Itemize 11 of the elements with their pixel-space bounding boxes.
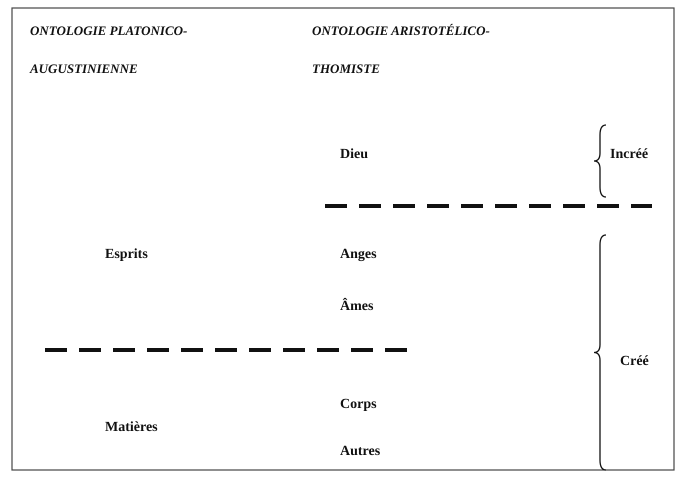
column-heading: ONTOLOGIE PLATONICO-AUGUSTINIENNE bbox=[30, 22, 188, 78]
category-label: Autres bbox=[340, 444, 380, 460]
category-label: Matières bbox=[105, 420, 158, 436]
category-label: Anges bbox=[340, 247, 377, 263]
bracket-label: Incréé bbox=[610, 147, 648, 163]
category-label: Esprits bbox=[105, 247, 148, 263]
category-label: Dieu bbox=[340, 147, 368, 163]
category-label: Âmes bbox=[340, 299, 374, 315]
column-heading: ONTOLOGIE ARISTOTÉLICO-THOMISTE bbox=[312, 22, 491, 78]
category-label: Corps bbox=[340, 397, 377, 413]
bracket-label: Créé bbox=[620, 354, 649, 370]
